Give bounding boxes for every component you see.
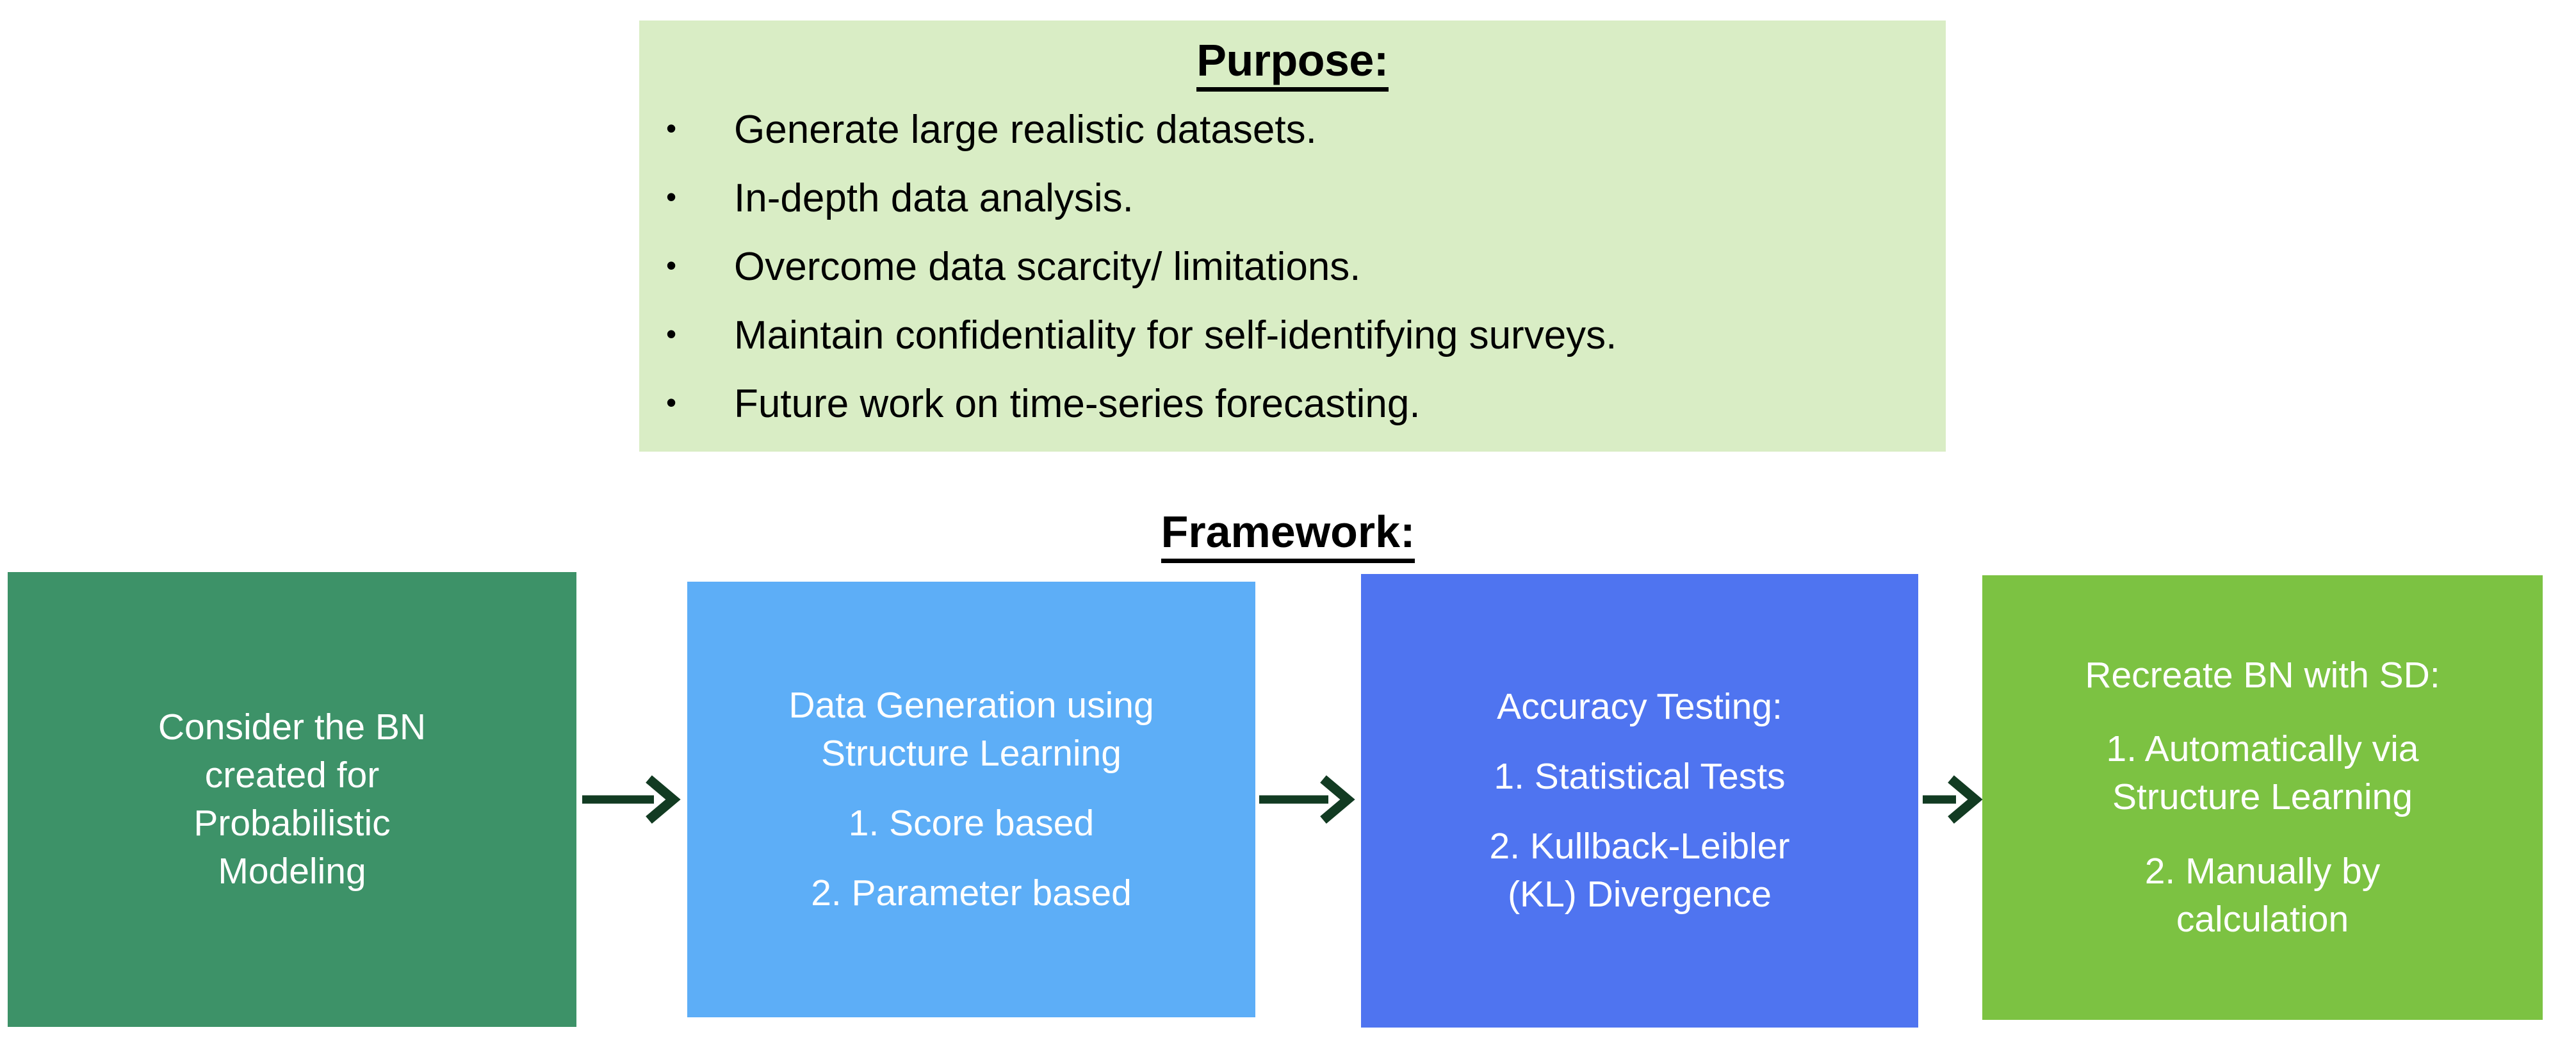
flow-box-data-generation: Data Generation using Structure Learning…	[687, 582, 1255, 1017]
purpose-heading: Purpose:	[639, 35, 1946, 92]
purpose-panel: Purpose: • Generate large realistic data…	[639, 20, 1946, 452]
purpose-list-item: • Overcome data scarcity/ limitations.	[658, 247, 1939, 316]
flow-box-line: created for	[204, 754, 380, 796]
arrow-right-icon	[1257, 761, 1361, 838]
flow-box-line: 2. Parameter based	[811, 873, 1132, 914]
flow-box-line: 2. Kullback-Leibler	[1489, 826, 1790, 867]
flow-box-line: Modeling	[218, 851, 366, 892]
arrow-right-icon	[580, 761, 687, 838]
purpose-list-item: • In-depth data analysis.	[658, 179, 1939, 247]
purpose-item-text: Maintain confidentiality for self-identi…	[734, 313, 1617, 357]
flow-box-line: Probabilistic	[193, 803, 391, 844]
flow-box-line: 1. Automatically via	[2106, 728, 2419, 770]
flow-box-line: Accuracy Testing:	[1497, 685, 1782, 727]
flow-box-line: Consider the BN	[158, 706, 427, 748]
flow-box-accuracy-testing: Accuracy Testing: 1. Statistical Tests 2…	[1361, 574, 1918, 1028]
purpose-item-text: Overcome data scarcity/ limitations.	[734, 245, 1361, 289]
framework-heading-text: Framework:	[1161, 506, 1415, 563]
bullet-icon: •	[666, 317, 677, 350]
bullet-icon: •	[666, 180, 677, 213]
flow-box-line: Data Generation using	[788, 684, 1154, 726]
flow-box-consider-bn: Consider the BN created for Probabilisti…	[8, 572, 576, 1027]
flow-box-line: Structure Learning	[2112, 776, 2413, 818]
framework-heading: Framework:	[0, 506, 2576, 563]
purpose-item-text: Generate large realistic datasets.	[734, 108, 1317, 152]
flow-box-line: 1. Score based	[848, 803, 1095, 844]
flow-box-line: Structure Learning	[821, 732, 1121, 774]
flow-box-line: calculation	[2176, 898, 2349, 940]
purpose-list-item: • Generate large realistic datasets.	[658, 110, 1939, 179]
purpose-heading-text: Purpose:	[1196, 35, 1389, 92]
arrow-right-icon	[1920, 761, 1982, 838]
purpose-list-item: • Maintain confidentiality for self-iden…	[658, 316, 1939, 384]
flow-box-line: Recreate BN with SD:	[2085, 654, 2440, 696]
bullet-icon: •	[666, 111, 677, 145]
flow-box-line: (KL) Divergence	[1508, 874, 1772, 915]
purpose-item-text: Future work on time-series forecasting.	[734, 382, 1421, 426]
purpose-bullet-list: • Generate large realistic datasets. • I…	[658, 110, 1939, 453]
flow-box-recreate-bn: Recreate BN with SD: 1. Automatically vi…	[1982, 575, 2543, 1020]
purpose-item-text: In-depth data analysis.	[734, 176, 1134, 220]
flow-box-line: 2. Manually by	[2144, 850, 2381, 892]
flow-box-line: 1. Statistical Tests	[1494, 755, 1786, 797]
bullet-icon: •	[666, 386, 677, 419]
bullet-icon: •	[666, 249, 677, 282]
purpose-list-item: • Future work on time-series forecasting…	[658, 384, 1939, 453]
